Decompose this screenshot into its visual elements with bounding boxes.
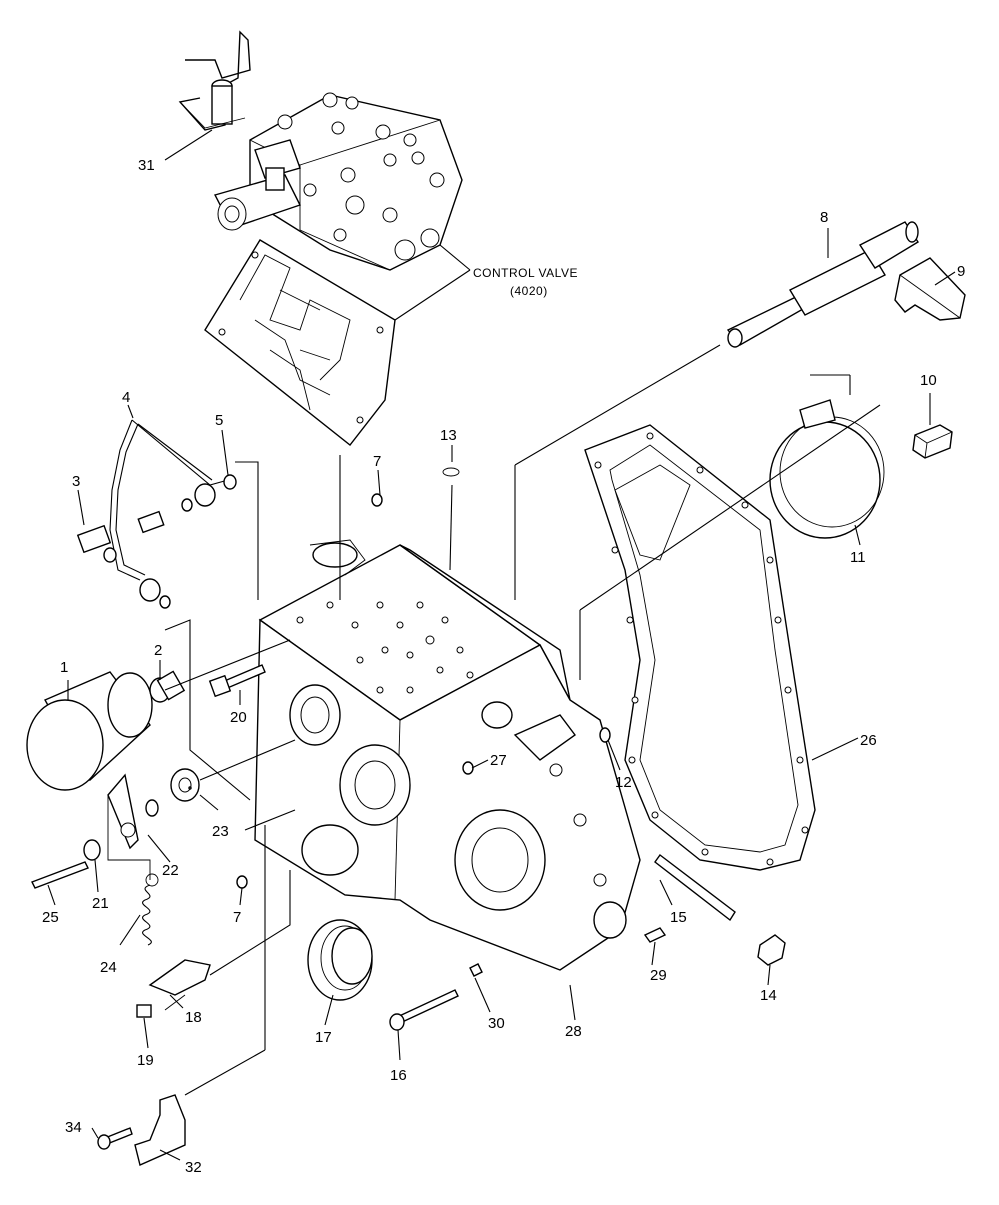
pipe-assembly-4 (76, 419, 237, 609)
callout-23: 23 (212, 823, 229, 840)
callout-19: 19 (137, 1052, 154, 1069)
oil-filter-1 (26, 671, 153, 791)
callout-28: 28 (565, 1023, 582, 1040)
callouts: 1 2 3 4 5 7 7 8 9 10 11 12 13 14 15 16 1… (42, 157, 965, 1176)
bracket-32 (97, 1094, 186, 1166)
bolt-20 (208, 664, 266, 698)
callout-14: 14 (760, 987, 777, 1004)
callout-31: 31 (138, 157, 155, 174)
callout-29: 29 (650, 967, 667, 984)
callout-21: 21 (92, 895, 109, 912)
callout-25: 25 (42, 909, 59, 926)
lever-assembly (31, 768, 200, 946)
bracket-31 (178, 30, 251, 131)
callout-24: 24 (100, 959, 117, 976)
fasteners (389, 854, 786, 1031)
callout-16: 16 (390, 1067, 407, 1084)
callout-12: 12 (615, 774, 632, 791)
callout-17: 17 (315, 1029, 332, 1046)
bracket-9 (894, 257, 966, 321)
shaft-8 (726, 221, 919, 348)
callout-10: 10 (920, 372, 937, 389)
callout-2: 2 (154, 642, 162, 659)
block-10 (912, 424, 953, 459)
callout-8: 8 (820, 209, 828, 226)
callout-32: 32 (185, 1159, 202, 1176)
callout-18: 18 (185, 1009, 202, 1026)
callout-3: 3 (72, 473, 80, 490)
callout-11: 11 (850, 549, 866, 566)
control-valve-body (213, 92, 463, 271)
transmission-housing (254, 539, 641, 971)
callout-9: 9 (957, 263, 965, 280)
callout-30: 30 (488, 1015, 505, 1032)
callout-1: 1 (60, 659, 68, 676)
callout-27: 27 (490, 752, 507, 769)
separator-plate (204, 239, 396, 446)
leader-lines (47, 129, 956, 1161)
callout-15: 15 (670, 909, 687, 926)
control-valve-caption: CONTROL VALVE (4020) (473, 266, 578, 298)
callout-13: 13 (440, 427, 457, 444)
band-11 (769, 399, 885, 539)
callout-34: 34 (65, 1119, 82, 1136)
callout-7b: 7 (233, 909, 241, 926)
oil-seal-17 (307, 919, 373, 1001)
callout-20: 20 (230, 709, 247, 726)
fitting-2 (149, 670, 186, 703)
control-valve-code: (4020) (510, 284, 548, 298)
bracket-18 (136, 959, 211, 1018)
callout-22: 22 (162, 862, 179, 879)
control-valve-label: CONTROL VALVE (473, 266, 578, 280)
callout-5: 5 (215, 412, 223, 429)
gasket-26 (584, 424, 816, 871)
callout-7a: 7 (373, 453, 381, 470)
callout-4: 4 (122, 389, 130, 406)
callout-26: 26 (860, 732, 877, 749)
